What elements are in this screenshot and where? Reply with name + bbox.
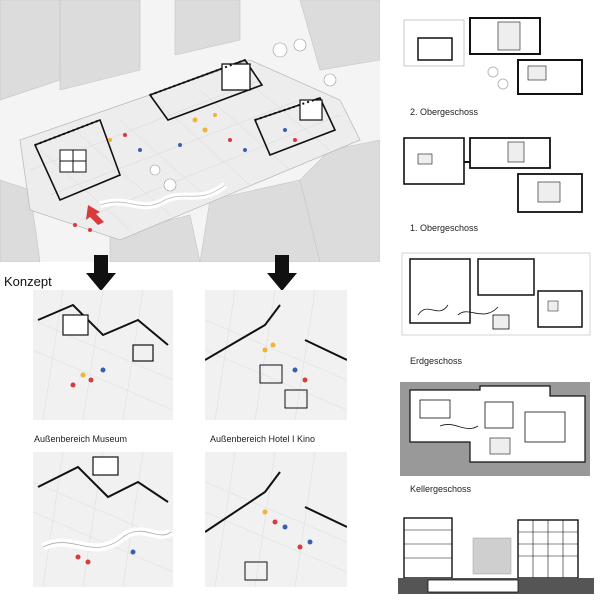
plan-ug [400, 382, 590, 476]
caption-og1: 1. Obergeschoss [410, 223, 479, 233]
caption-og2: 2. Obergeschoss [410, 107, 479, 117]
concept-panel-hotel-top [205, 290, 347, 420]
plan-og1 [398, 132, 588, 214]
arrow-down-icon [267, 255, 297, 291]
plan-og2 [398, 14, 588, 96]
section-drawing [398, 510, 594, 596]
caption-eg: Erdgeschoss [410, 356, 463, 366]
plan-eg [398, 245, 594, 340]
arrow-down-icon [86, 255, 116, 291]
konzept-label: Konzept [4, 274, 52, 289]
caption-aussen-museum: Außenbereich Museum [34, 434, 128, 444]
site-axonometric [0, 0, 380, 262]
caption-aussen-hotel: Außenbereich Hotel I Kino [210, 434, 316, 444]
concept-panel-museum-top [33, 290, 173, 420]
concept-panel-hotel-bottom [205, 452, 347, 587]
concept-panel-museum-bottom [33, 452, 173, 587]
caption-ug: Kellergeschoss [410, 484, 472, 494]
